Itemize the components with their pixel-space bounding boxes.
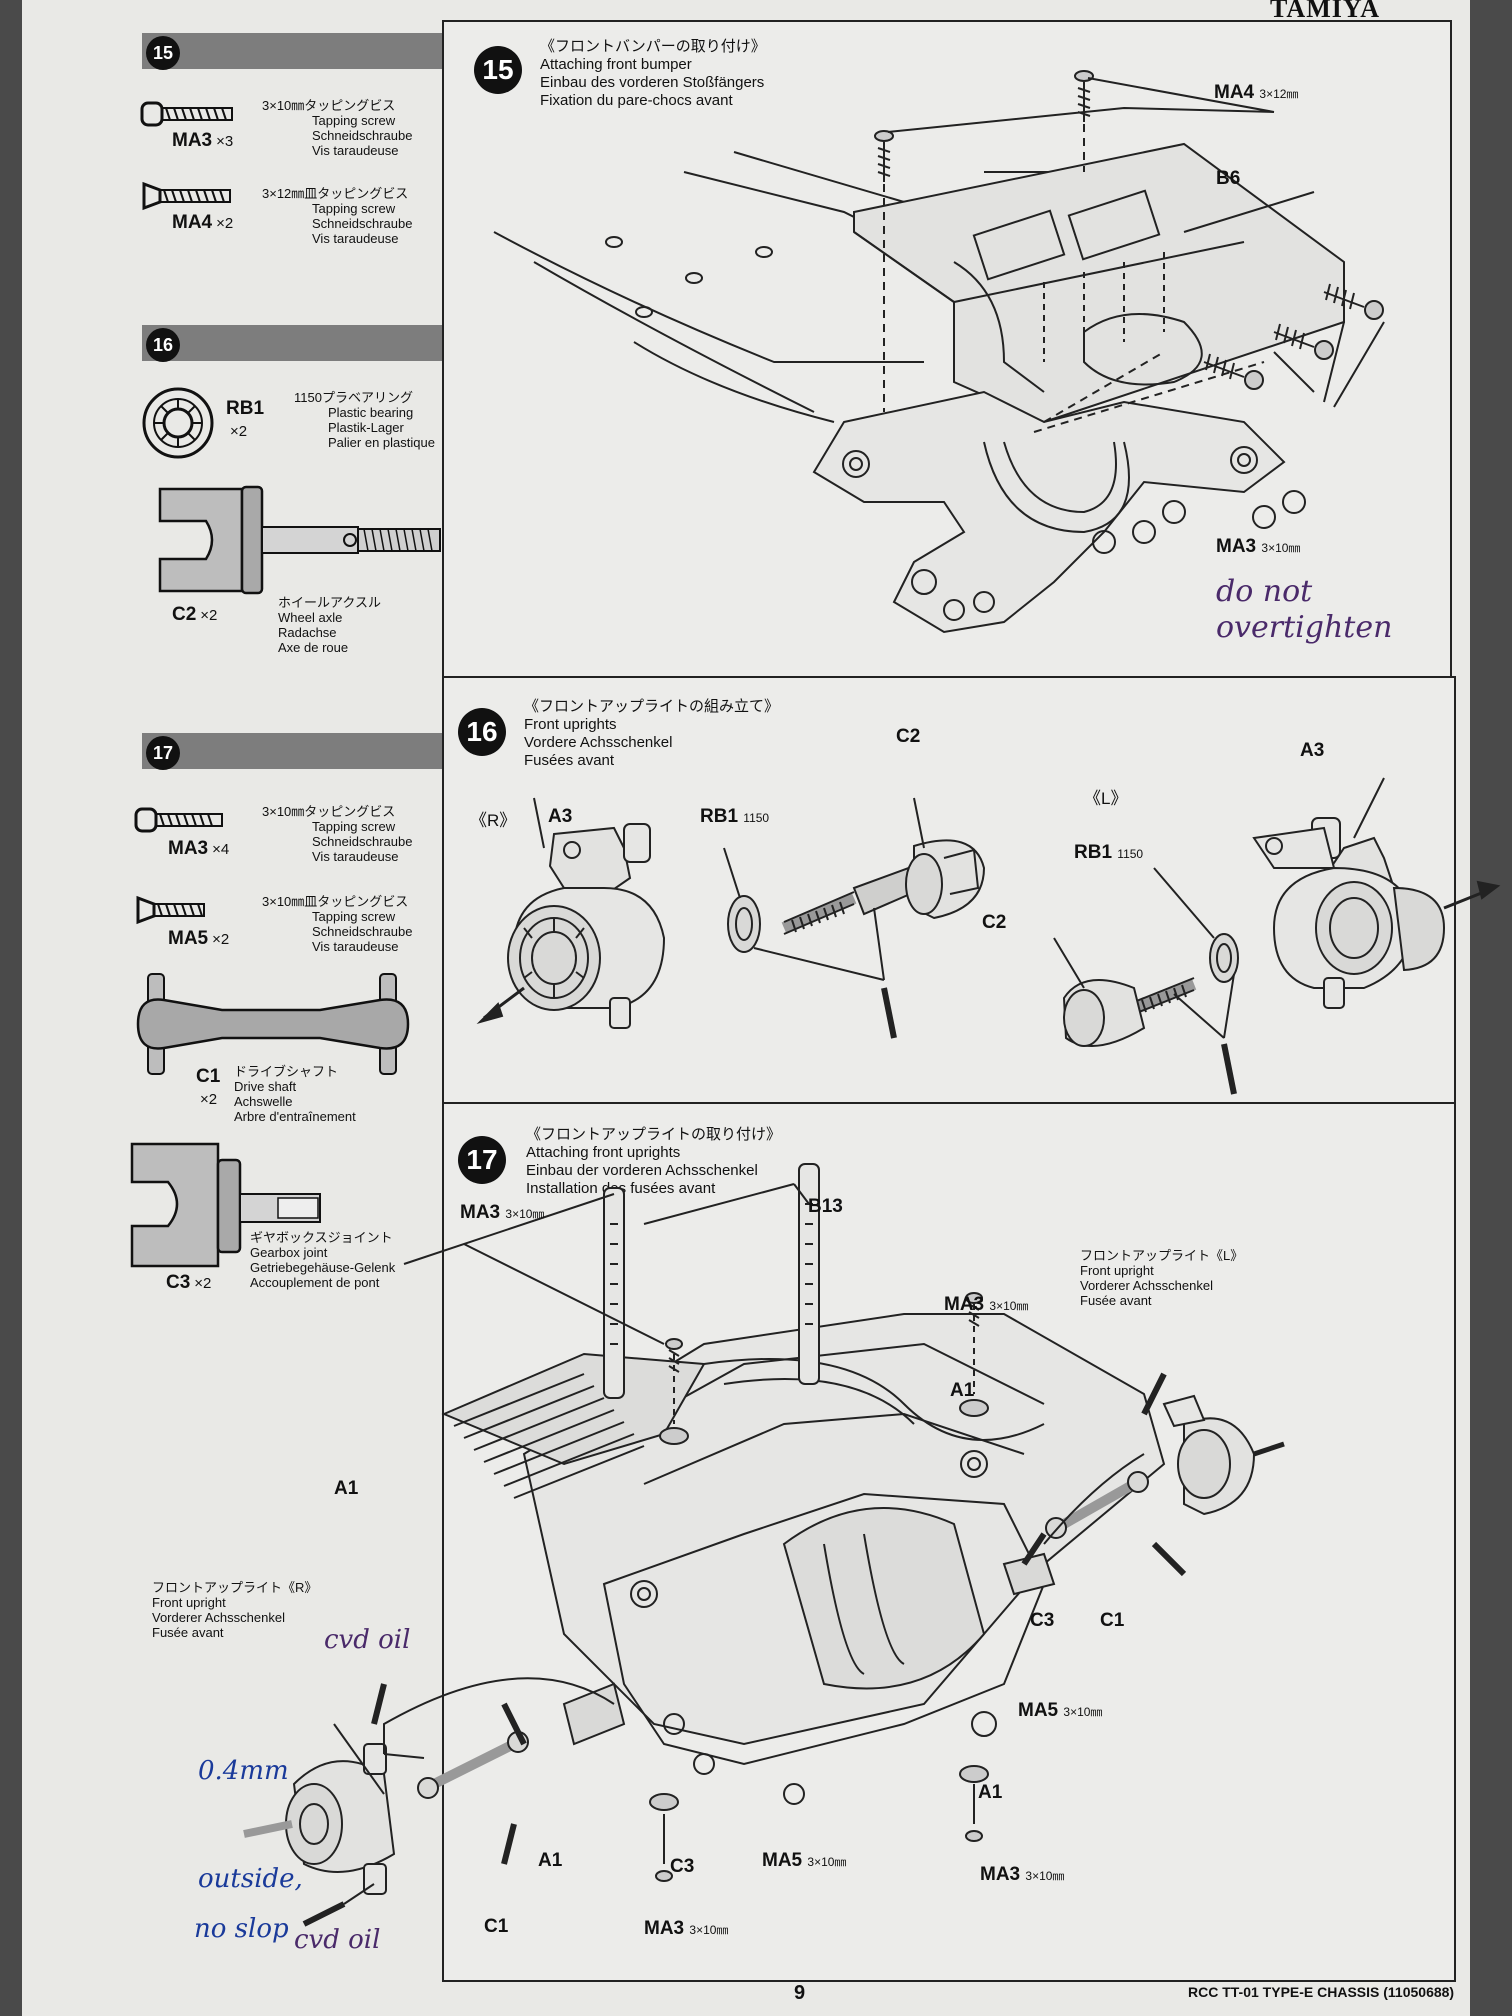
label-a3-right: A3 (1300, 740, 1325, 761)
panel-step-number: 16 (458, 708, 506, 756)
part-code: RB1×2 (226, 398, 265, 440)
label-ma4: MA4 3×12㎜ (1214, 82, 1299, 103)
gearbox-joint-icon (130, 1142, 321, 1268)
label-b6: B6 (1216, 168, 1241, 189)
step-number: 17 (146, 736, 180, 770)
countersunk-screw-icon (136, 895, 205, 925)
label-a1-bottom-left: A1 (538, 1850, 563, 1871)
part-description: 1150プラベアリング Plastic bearing Plastik-Lage… (294, 390, 435, 450)
panel-step-number: 15 (474, 46, 522, 94)
part-code: C1×2 (196, 1066, 221, 1108)
label-c2-top: C2 (896, 726, 921, 747)
label-ma3-top-left: MA3 3×10㎜ (460, 1202, 545, 1223)
handwritten-note-shim: 0.4mm (198, 1756, 289, 1786)
panel-step-number: 17 (458, 1136, 506, 1184)
handwritten-note-cvd-oil-top: cvd oil (324, 1625, 411, 1655)
label-b13: B13 (808, 1196, 843, 1217)
step-bar (142, 33, 442, 69)
label-a1-bottom-right: A1 (978, 1782, 1003, 1803)
step-17-panel: 17 《フロントアップライトの取り付け》 Attaching front upr… (243, 1102, 1456, 1982)
label-c3-left: C3 (670, 1856, 695, 1877)
label-c3-right: C3 (1030, 1610, 1055, 1631)
bearing-icon (142, 387, 214, 459)
handwritten-note-cvd-oil-bottom: cvd oil (294, 1925, 381, 1955)
part-code: C3×2 (166, 1272, 212, 1293)
wheel-axle-icon (158, 485, 441, 595)
panel-title: 《フロントアップライトの組み立て》 Front uprights Vordere… (524, 698, 780, 769)
label-a1-top-right: A1 (950, 1380, 975, 1401)
part-description: 3×10㎜皿タッピングビス Tapping screw Schneidschra… (262, 894, 413, 954)
step-bar (142, 325, 442, 361)
label-rb1-left: RB1 1150 (700, 806, 770, 827)
label-c1-right: C1 (1100, 1610, 1125, 1631)
part-description: 3×12㎜皿タッピングビス Tapping screw Schneidschra… (262, 186, 413, 246)
step-15-panel: 15 《フロントバンパーの取り付け》 Attaching front bumpe… (442, 20, 1452, 682)
countersunk-screw-icon (142, 181, 231, 211)
screw-icon (140, 101, 233, 127)
label-left-side: 《L》 (1084, 789, 1128, 808)
label-ma3-top-right: MA3 3×10㎜ (944, 1294, 1029, 1315)
label-ma3: MA3 3×10㎜ (1216, 536, 1301, 557)
label-ma3-bottom-right: MA3 3×10㎜ (980, 1864, 1065, 1885)
front-uprights-diagram (476, 777, 1501, 1095)
screw-icon (134, 807, 223, 833)
upright-right-caption: フロントアップライト《R》 Front upright Vorderer Ach… (152, 1580, 318, 1640)
part-description: 3×10㎜タッピングビス Tapping screw Schneidschrau… (262, 804, 413, 864)
step-number: 15 (146, 36, 180, 70)
label-a1-left: A1 (334, 1478, 359, 1499)
brand-logo: TAMIYA (1270, 0, 1381, 23)
label-right-side: 《R》 (470, 811, 517, 830)
step-bar (142, 733, 442, 769)
panel-title: 《フロントバンパーの取り付け》 Attaching front bumper E… (540, 38, 766, 109)
front-bumper-diagram (493, 70, 1385, 634)
label-c1-left: C1 (484, 1916, 509, 1937)
handwritten-note: do not overtighten (1216, 574, 1393, 645)
step-16-panel: 16 《フロントアップライトの組み立て》 Front uprights Vord… (442, 676, 1501, 1108)
part-code: MA4×2 (172, 212, 234, 233)
drive-shaft-icon (136, 973, 410, 1075)
part-code: MA3×3 (172, 130, 234, 151)
label-c2-bottom: C2 (982, 912, 1007, 933)
label-ma5-right: MA5 3×10㎜ (1018, 1700, 1103, 1721)
part-code: MA3×4 (168, 838, 230, 859)
handwritten-note-outside: outside, (198, 1864, 303, 1894)
label-ma5-left: MA5 3×10㎜ (762, 1850, 847, 1871)
page-number: 9 (794, 1982, 806, 2004)
part-description: ホイールアクスル Wheel axle Radachse Axe de roue (278, 595, 381, 655)
part-description: 3×10㎜タッピングビス Tapping screw Schneidschrau… (262, 98, 413, 158)
model-footer: RCC TT-01 TYPE-E CHASSIS (11050688) (1188, 1984, 1455, 2000)
step-number: 16 (146, 328, 180, 362)
part-description: ドライブシャフト Drive shaft Achswelle Arbre d'e… (234, 1064, 356, 1124)
upright-left-caption: フロントアップライト《L》 Front upright Vorderer Ach… (1080, 1248, 1244, 1308)
front-uprights-install-diagram (243, 1163, 1285, 1927)
part-description: ギヤボックスジョイント Gearbox joint Getriebegehäus… (250, 1230, 396, 1290)
part-code: C2×2 (172, 604, 218, 625)
label-ma3-bottom-left: MA3 3×10㎜ (644, 1918, 729, 1939)
manual-page: TAMIYA 15 MA3×3 3×10㎜タッピングビス Tapping scr… (22, 0, 1501, 2016)
part-code: MA5×2 (168, 928, 230, 949)
label-a3-left: A3 (548, 806, 573, 827)
label-rb1-right: RB1 1150 (1074, 842, 1144, 863)
handwritten-note-no-slop: no slop (194, 1914, 289, 1944)
